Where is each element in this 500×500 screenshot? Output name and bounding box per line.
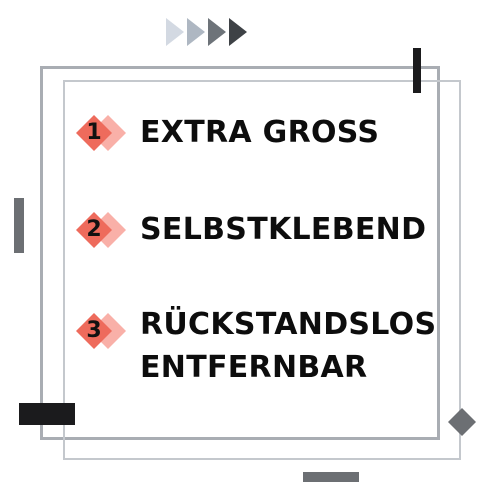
badge-number: 1 (86, 120, 102, 145)
feature-title-line: ENTFERNBAR (140, 350, 368, 385)
feature-title: EXTRA GROSS (140, 111, 379, 154)
badge-number: 2 (86, 217, 102, 242)
double-diamond-icon (76, 212, 126, 248)
feature-title: RÜCKSTANDSLOS ENTFERNBAR (140, 303, 436, 389)
decor-bar-left (14, 198, 24, 253)
feature-title-line: SELBSTKLEBEND (140, 212, 427, 247)
double-diamond-icon (76, 313, 126, 349)
arrows-decoration-icon (166, 18, 247, 46)
number-badge-2: 2 (70, 212, 130, 248)
decor-bar-bottom (303, 472, 359, 482)
decor-bar-bottom-left (19, 403, 75, 425)
decor-bar-top-right (413, 48, 421, 93)
diamond-decoration-icon (448, 408, 476, 436)
feature-title-line: RÜCKSTANDSLOS (140, 307, 437, 342)
double-diamond-icon (76, 115, 126, 151)
inner-frame (63, 80, 461, 460)
number-badge-1: 1 (70, 115, 130, 151)
number-badge-3: 3 (70, 313, 130, 349)
feature-title-line: EXTRA GROSS (140, 115, 380, 150)
feature-title: SELBSTKLEBEND (140, 208, 426, 251)
badge-number: 3 (86, 318, 102, 343)
outer-frame (40, 66, 440, 440)
